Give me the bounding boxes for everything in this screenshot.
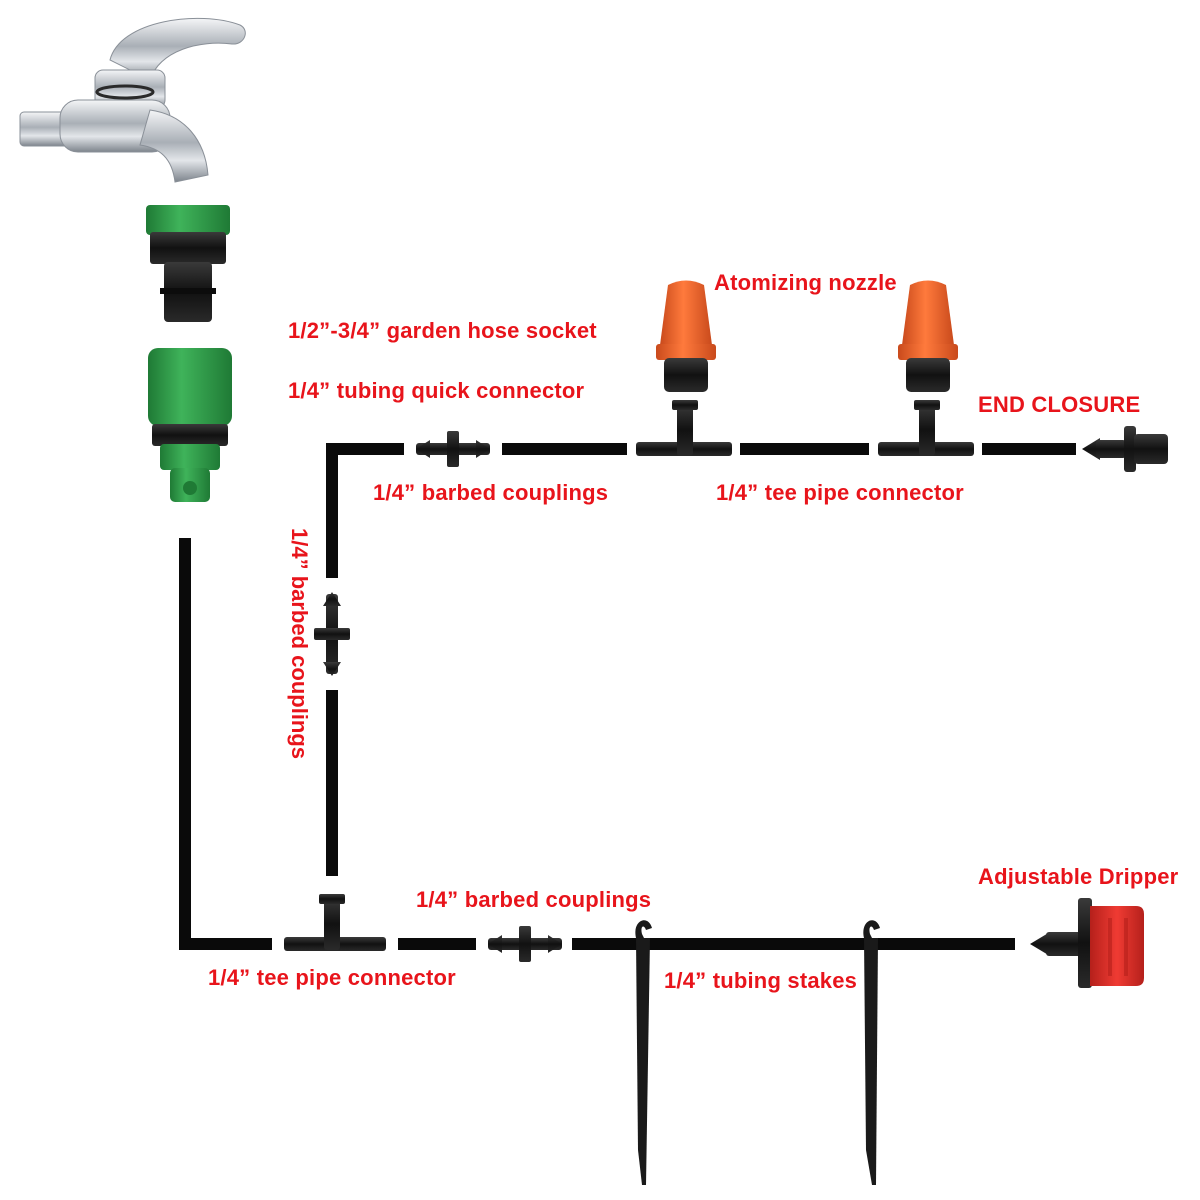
label-barbed-couplings-vertical: 1/4” barbed couplings [287, 528, 312, 760]
barbed-coupling-bottom-icon [488, 926, 562, 962]
label-tee-connector-bottom: 1/4” tee pipe connector [208, 965, 456, 990]
label-tubing-stakes: 1/4” tubing stakes [664, 968, 858, 993]
atomizing-nozzle-2-icon [898, 280, 958, 392]
tubing-stake-1-icon [635, 920, 652, 1185]
label-tee-connector-top: 1/4” tee pipe connector [716, 480, 964, 505]
tubing-stake-2-icon [863, 920, 880, 1185]
adjustable-dripper-icon [1030, 898, 1144, 988]
tee-connector-top-2-icon [878, 400, 974, 456]
atomizing-nozzle-1-icon [656, 280, 716, 392]
tee-connector-top-1-icon [636, 400, 732, 456]
label-quick-connector: 1/4” tubing quick connector [288, 378, 585, 403]
label-barbed-couplings-bottom: 1/4” barbed couplings [416, 887, 652, 912]
hose-socket-icon [146, 205, 230, 322]
label-hose-socket: 1/2”-3/4” garden hose socket [288, 318, 597, 343]
main-tubing [179, 443, 1076, 950]
barbed-coupling-top-icon [416, 431, 490, 467]
barbed-coupling-vertical-icon [314, 592, 350, 676]
label-atomizing-nozzle: Atomizing nozzle [714, 270, 897, 295]
tee-connector-bottom-icon [284, 894, 386, 951]
label-adjustable-dripper: Adjustable Dripper [978, 864, 1179, 889]
label-barbed-couplings-top: 1/4” barbed couplings [373, 480, 609, 505]
end-closure-icon [1082, 426, 1168, 472]
faucet-icon [19, 17, 246, 183]
quick-connector-icon [148, 348, 232, 502]
label-end-closure: END CLOSURE [978, 392, 1141, 417]
